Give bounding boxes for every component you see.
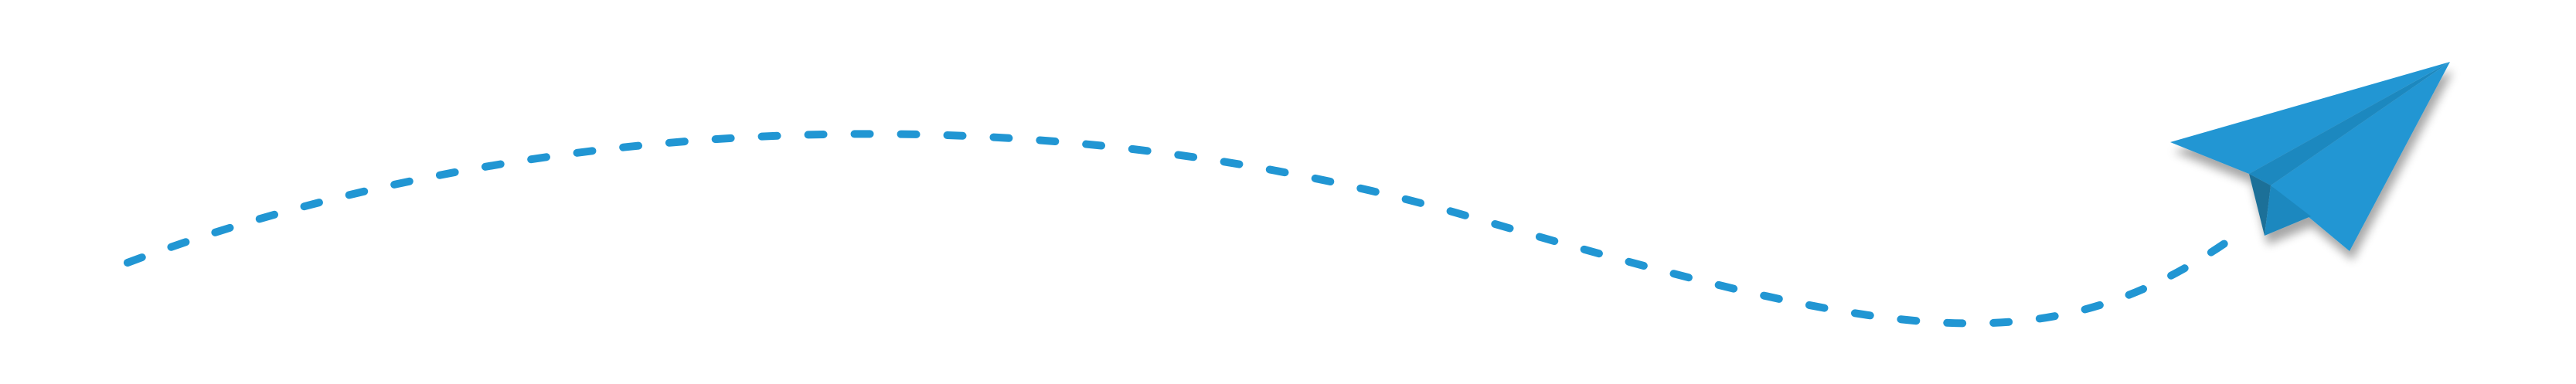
paper-plane-icon xyxy=(2170,62,2450,251)
plane-keel xyxy=(2249,174,2271,236)
plane-left-wing xyxy=(2170,62,2450,174)
dashed-flight-trail xyxy=(124,130,2245,328)
plane-keel-fold xyxy=(2265,185,2311,236)
plane-center-fold xyxy=(2249,62,2450,185)
plane-right-wing xyxy=(2271,62,2450,251)
